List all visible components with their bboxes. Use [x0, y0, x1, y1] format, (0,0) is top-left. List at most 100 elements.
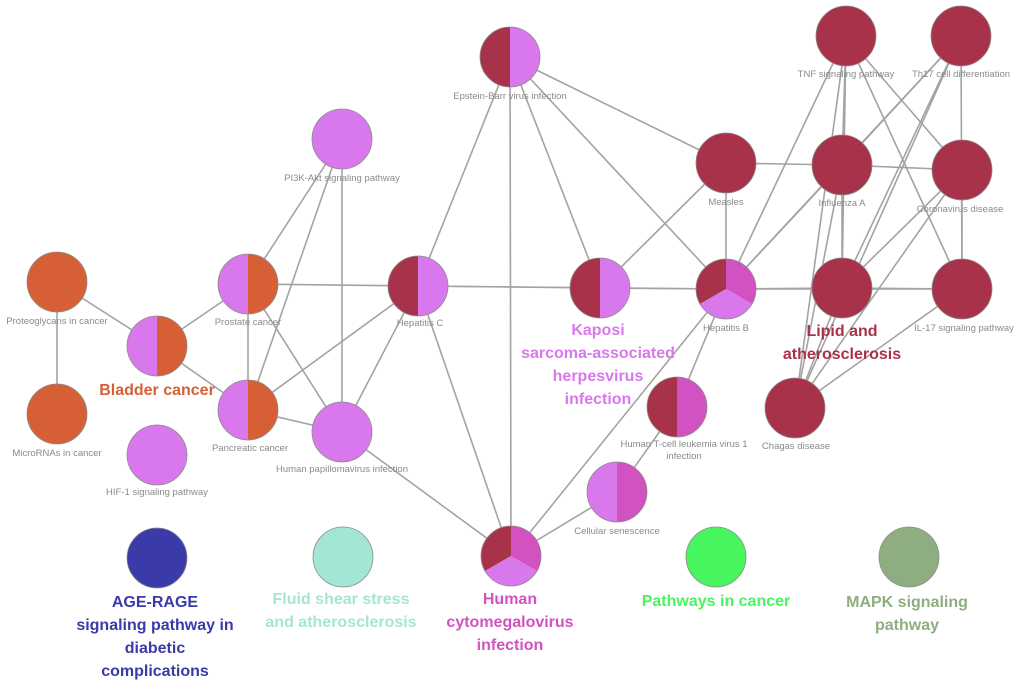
node-fill — [932, 140, 992, 200]
node-fill — [812, 135, 872, 195]
node-hcmv[interactable] — [480, 525, 542, 587]
node-fill — [27, 384, 87, 444]
node-outline — [878, 526, 940, 588]
node-outline — [126, 527, 188, 589]
node-label-mirna: MicroRNAs in cancer — [12, 448, 101, 459]
node-pi3k[interactable] — [311, 108, 373, 170]
node-outline — [217, 379, 279, 441]
node-outline — [26, 251, 88, 313]
node-fill — [696, 133, 756, 193]
node-measles[interactable] — [695, 132, 757, 194]
node-kaposi[interactable] — [569, 257, 631, 319]
node-hepc[interactable] — [387, 255, 449, 317]
edge-hepc-hcmv — [417, 285, 512, 557]
node-outline — [311, 401, 373, 463]
node-chagas[interactable] — [764, 377, 826, 439]
node-label-hepc: Hepatitis C — [397, 318, 444, 329]
node-label-hpv: Human papillomavirus infection — [276, 464, 408, 475]
node-proteo[interactable] — [26, 251, 88, 313]
node-outline — [586, 461, 648, 523]
node-slice — [248, 380, 278, 440]
node-ebv[interactable] — [479, 26, 541, 88]
node-outline — [930, 5, 992, 67]
node-slice — [510, 27, 540, 87]
edge-th17-chagas — [794, 35, 962, 409]
node-outline — [387, 255, 449, 317]
edge-ebv-kaposi — [509, 56, 601, 289]
node-slice — [617, 462, 647, 522]
node-slice — [388, 256, 418, 316]
node-label-measles: Measles — [708, 197, 744, 208]
node-outline — [815, 5, 877, 67]
node-mirna[interactable] — [26, 383, 88, 445]
node-fill — [932, 259, 992, 319]
node-tnf[interactable] — [815, 5, 877, 67]
node-prostate[interactable] — [217, 253, 279, 315]
node-hpv[interactable] — [311, 401, 373, 463]
node-mapk[interactable] — [878, 526, 940, 588]
node-outline — [695, 258, 757, 320]
node-label-prostate: Prostate cancer — [215, 317, 282, 328]
node-slice — [587, 462, 617, 522]
node-bladder[interactable] — [126, 315, 188, 377]
node-slice — [218, 380, 248, 440]
node-outline — [685, 526, 747, 588]
node-slice — [218, 254, 248, 314]
node-outline — [26, 383, 88, 445]
node-outline — [764, 377, 826, 439]
node-label-ebv: Epstein-Barr virus infection — [453, 91, 567, 102]
node-pathways_cancer[interactable] — [685, 526, 747, 588]
group-label-pathways_cancer: Pathways in cancer — [642, 593, 791, 610]
node-label-pi3k: PI3K-Akt signaling pathway — [284, 173, 400, 184]
node-outline — [217, 253, 279, 315]
node-slice — [480, 27, 510, 87]
node-slice — [647, 377, 677, 437]
node-label-influenza: Influenza A — [818, 198, 866, 209]
node-outline — [311, 108, 373, 170]
node-htlv[interactable] — [646, 376, 708, 438]
node-hif1[interactable] — [126, 424, 188, 486]
node-slice — [726, 259, 757, 304]
node-fill — [127, 425, 187, 485]
node-slice — [695, 259, 726, 304]
node-th17[interactable] — [930, 5, 992, 67]
node-agerage[interactable] — [126, 527, 188, 589]
node-fill — [127, 528, 187, 588]
node-slice — [485, 556, 537, 587]
node-fluid[interactable] — [312, 526, 374, 588]
node-pancreatic[interactable] — [217, 379, 279, 441]
node-fill — [816, 6, 876, 66]
edge-pi3k-pancreatic — [247, 138, 343, 411]
node-lipid[interactable] — [811, 257, 873, 319]
node-outline — [126, 424, 188, 486]
node-outline — [811, 134, 873, 196]
edge-th17-lipid — [841, 35, 962, 289]
edge-il17-chagas — [794, 288, 963, 409]
node-label-hif1: HIF-1 signaling pathway — [106, 487, 208, 498]
node-il17[interactable] — [931, 258, 993, 320]
node-label-th17: Th17 cell differentiation — [912, 69, 1010, 80]
node-label-proteo: Proteoglycans in cancer — [6, 316, 107, 327]
node-influenza[interactable] — [811, 134, 873, 196]
node-fill — [765, 378, 825, 438]
node-layer — [26, 5, 993, 589]
node-fill — [879, 527, 939, 587]
node-hepb[interactable] — [695, 258, 757, 320]
node-slice — [248, 254, 278, 314]
node-corona[interactable] — [931, 139, 993, 201]
node-slice — [511, 526, 541, 571]
edge-hepb-hcmv — [510, 288, 727, 557]
edge-tnf-chagas — [794, 35, 847, 409]
node-senescence[interactable] — [586, 461, 648, 523]
node-slice — [700, 289, 752, 320]
